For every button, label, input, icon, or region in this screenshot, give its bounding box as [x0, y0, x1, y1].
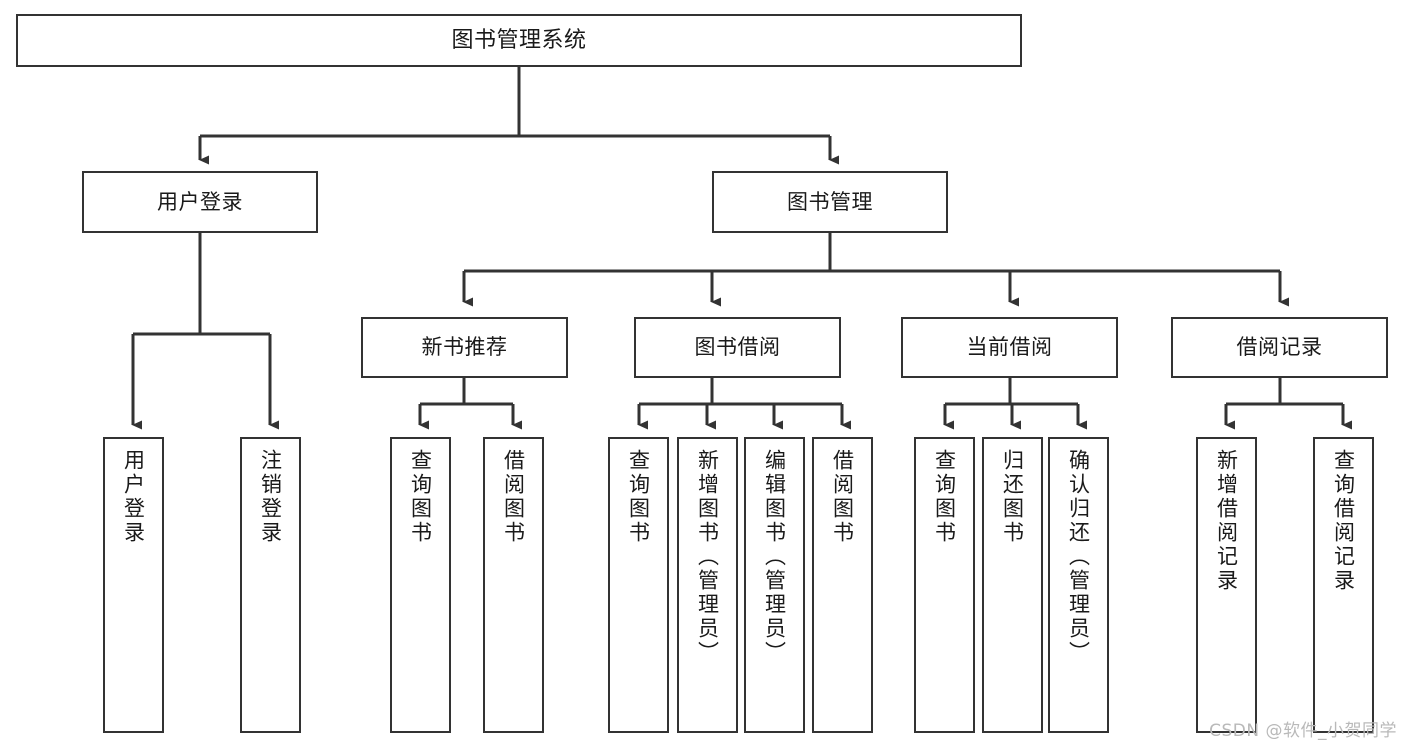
leaf-confirm-return[interactable]: 确认归还（管理员） [1048, 437, 1109, 733]
leaf-borrow-book-new[interactable]: 借阅图书 [483, 437, 544, 733]
node-label: 图书管理 [787, 189, 873, 214]
node-label: 图书管理系统 [451, 27, 587, 53]
node-label: 用户登录 [121, 449, 146, 545]
node-label: 借阅记录 [1236, 335, 1323, 360]
node-user-login[interactable]: 用户登录 [82, 171, 318, 233]
node-label: 归还图书 [1000, 449, 1025, 545]
watermark-text: CSDN @软件_小贺同学 [1209, 721, 1397, 741]
leaf-borrow-book[interactable]: 借阅图书 [812, 437, 873, 733]
leaf-edit-book[interactable]: 编辑图书（管理员） [744, 437, 805, 733]
leaf-query-borrow-record[interactable]: 查询借阅记录 [1313, 437, 1374, 733]
node-label: 确认归还（管理员） [1066, 449, 1091, 665]
node-label: 借阅图书 [830, 449, 855, 545]
node-label: 当前借阅 [966, 335, 1053, 360]
node-label: 用户登录 [157, 189, 243, 214]
node-borrow-record[interactable]: 借阅记录 [1171, 317, 1388, 378]
node-label: 查询图书 [932, 449, 957, 545]
node-root-system[interactable]: 图书管理系统 [16, 14, 1022, 67]
leaf-logout[interactable]: 注销登录 [240, 437, 301, 733]
leaf-query-book-new[interactable]: 查询图书 [390, 437, 451, 733]
node-book-manage[interactable]: 图书管理 [712, 171, 948, 233]
node-label: 编辑图书（管理员） [762, 449, 787, 665]
node-book-borrow[interactable]: 图书借阅 [634, 317, 841, 378]
node-label: 新增借阅记录 [1214, 449, 1239, 593]
leaf-query-book-borrow[interactable]: 查询图书 [608, 437, 669, 733]
leaf-add-borrow-record[interactable]: 新增借阅记录 [1196, 437, 1257, 733]
leaf-add-book[interactable]: 新增图书（管理员） [677, 437, 738, 733]
node-label: 新书推荐 [421, 335, 508, 360]
node-new-book-recommend[interactable]: 新书推荐 [361, 317, 568, 378]
node-label: 注销登录 [258, 449, 283, 545]
leaf-return-book[interactable]: 归还图书 [982, 437, 1043, 733]
leaf-query-book-current[interactable]: 查询图书 [914, 437, 975, 733]
node-label: 查询借阅记录 [1331, 449, 1356, 593]
node-label: 借阅图书 [501, 449, 526, 545]
leaf-user-login[interactable]: 用户登录 [103, 437, 164, 733]
node-current-borrow[interactable]: 当前借阅 [901, 317, 1118, 378]
node-label: 图书借阅 [694, 335, 781, 360]
node-label: 新增图书（管理员） [695, 449, 720, 665]
node-label: 查询图书 [408, 449, 433, 545]
node-label: 查询图书 [626, 449, 651, 545]
